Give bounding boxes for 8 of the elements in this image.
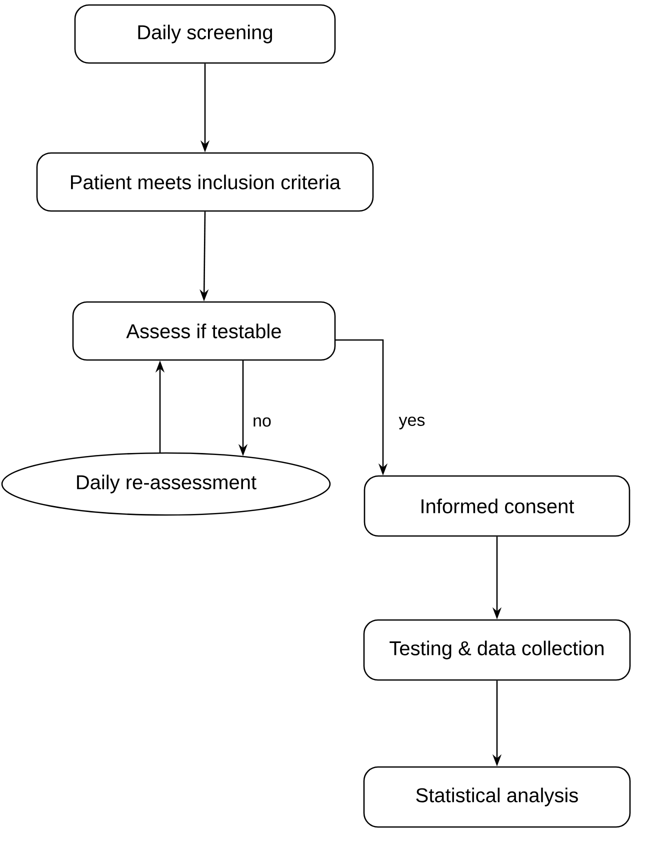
process-box: Patient meets inclusion criteria — [36, 152, 374, 212]
process-box: Informed consent — [364, 475, 630, 537]
process-box: Assess if testable — [72, 301, 336, 361]
process-box: Testing & data collection — [363, 619, 631, 681]
edge-label: yes — [396, 414, 428, 432]
edge-label: no — [250, 415, 274, 429]
process-box: Daily screening — [74, 4, 336, 64]
process-box: Statistical analysis — [363, 766, 631, 828]
